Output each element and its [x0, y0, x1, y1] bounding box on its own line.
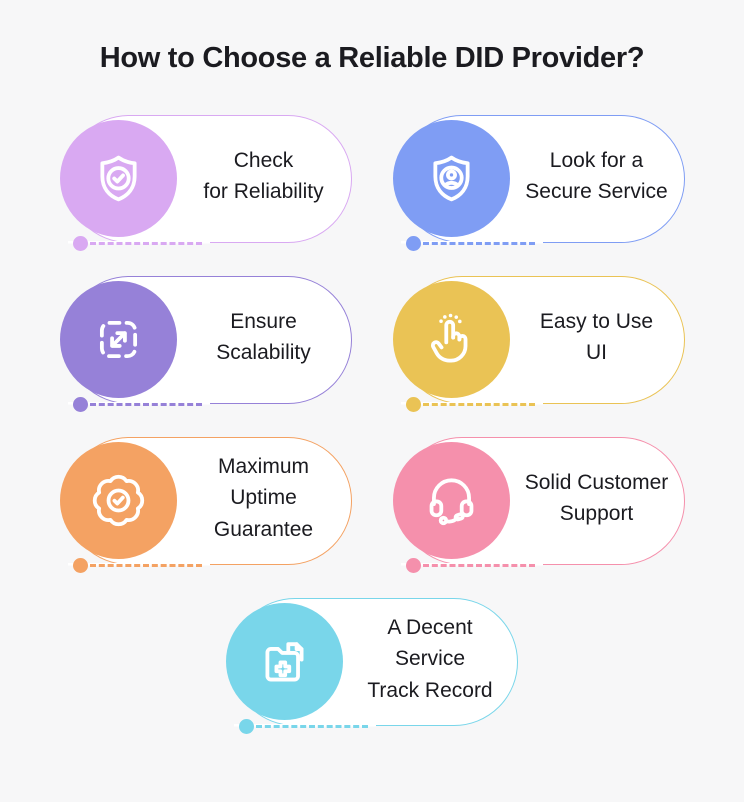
timeline-dot [405, 235, 421, 251]
timeline-dot [405, 396, 421, 412]
timeline-connector [239, 718, 368, 734]
item-label: Easy to Use UI [521, 276, 673, 398]
timeline-dot [72, 557, 88, 573]
item-label-line2: for Reliability [203, 180, 324, 203]
item-label: A Decent Service Track Record [354, 598, 506, 720]
timeline-dashed-line [256, 724, 368, 728]
item-label-line2: Support [559, 502, 634, 525]
item-label-line1: Maximum Uptime [217, 454, 309, 510]
page-title: How to Choose a Reliable DID Provider? [99, 42, 645, 74]
item-label: Check for Reliability [188, 115, 340, 237]
icon-circle [59, 281, 177, 398]
timeline-connector [72, 235, 202, 251]
shield-user-icon [432, 155, 470, 202]
timeline-connector [72, 396, 202, 412]
item-label-line2: UI [586, 341, 607, 364]
item-label: Solid Customer Support [521, 437, 673, 559]
shield-check-icon [99, 155, 137, 202]
item-label-line2: Secure Service [525, 180, 668, 203]
headset-icon [429, 478, 473, 526]
timeline-connector [72, 557, 202, 573]
timeline-dot [239, 718, 254, 734]
icon-circle [59, 442, 177, 559]
item-label-line2: Scalability [216, 341, 311, 364]
timeline-connector [405, 235, 535, 251]
card-secure-service: Look for a Secure Service [392, 115, 685, 251]
records-folder-icon [265, 642, 304, 682]
badge-check-icon [92, 474, 144, 527]
icon-circle [392, 442, 510, 559]
timeline-dashed-line [89, 563, 202, 567]
item-label-line2: Track Record [367, 678, 493, 702]
timeline-connector [405, 557, 535, 573]
card-service-track-record: A Decent Service Track Record [226, 598, 518, 734]
card-check-reliability: Check for Reliability [59, 115, 352, 251]
tap-finger-icon [430, 313, 467, 363]
timeline-connector [405, 396, 535, 412]
card-ensure-scalability: Ensure Scalability [59, 276, 352, 412]
item-label: Look for a Secure Service [521, 115, 673, 237]
item-label-line1: Ensure [230, 309, 297, 333]
item-label: Ensure Scalability [188, 276, 340, 398]
timeline-dashed-line [89, 402, 202, 406]
scale-expand-icon [99, 320, 137, 359]
icon-circle [392, 281, 510, 398]
item-label-line1: Solid Customer [524, 470, 669, 494]
timeline-dashed-line [89, 241, 202, 245]
item-label-line1: Easy to Use [539, 309, 654, 333]
timeline-dashed-line [422, 563, 535, 567]
items-grid: Check for Reliability Look for a [0, 115, 744, 734]
icon-circle [59, 120, 177, 237]
timeline-dot [72, 235, 88, 251]
item-label-line1: Check [233, 148, 294, 172]
timeline-dashed-line [422, 241, 535, 245]
card-customer-support: Solid Customer Support [392, 437, 685, 573]
icon-circle [226, 603, 343, 720]
timeline-dot [405, 557, 421, 573]
item-label-line1: Look for a [549, 148, 644, 172]
item-label-line2: Guarantee [213, 517, 314, 541]
icon-circle [392, 120, 510, 237]
card-easy-to-use-ui: Easy to Use UI [392, 276, 685, 412]
timeline-dot [72, 396, 88, 412]
timeline-dashed-line [422, 402, 535, 406]
card-uptime-guarantee: Maximum Uptime Guarantee [59, 437, 352, 573]
item-label-line1: A Decent Service [387, 615, 473, 671]
item-label: Maximum Uptime Guarantee [188, 437, 340, 559]
